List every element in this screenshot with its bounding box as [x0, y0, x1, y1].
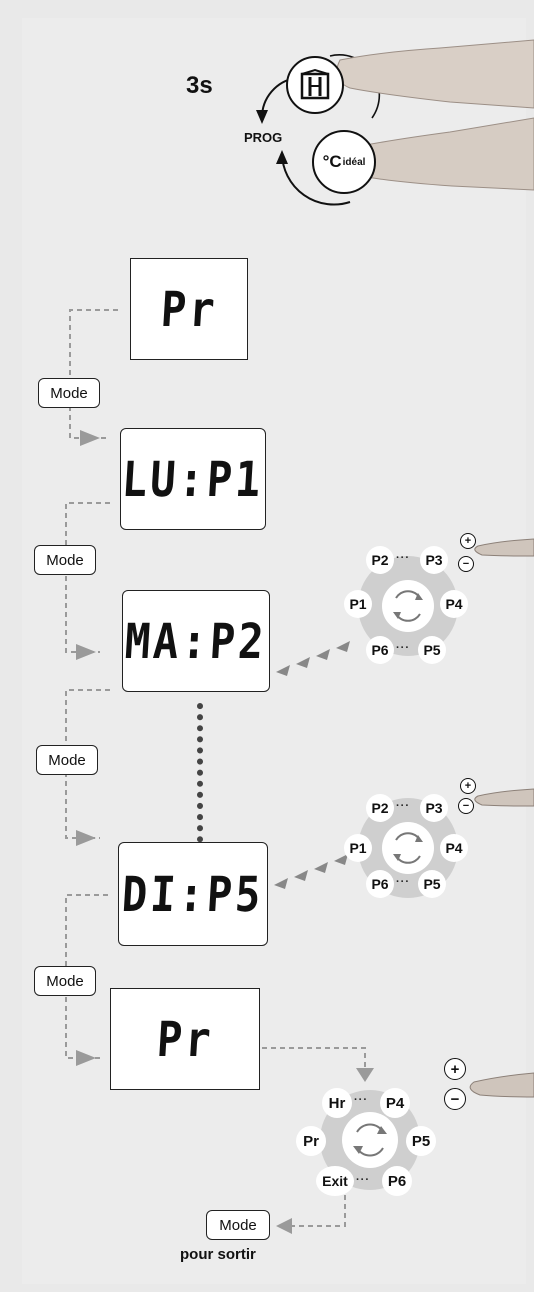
cycle3-label-hr: Hr: [322, 1088, 352, 1118]
display-ma-p2: MA:P2: [122, 590, 270, 692]
cycle3-label-p6: P6: [382, 1166, 412, 1196]
mode-button-1[interactable]: Mode: [38, 378, 100, 408]
cycle2-label-p1: P1: [344, 834, 372, 862]
display-pr-top: Pr: [130, 258, 248, 360]
prog-label: PROG: [244, 130, 283, 145]
cycle-arrows-icon: [393, 832, 423, 864]
cycle1-label-p5: P5: [418, 636, 446, 664]
plus-button-2[interactable]: +: [460, 778, 476, 794]
cycle1-label-p3: P3: [420, 546, 448, 574]
cycle1-label-p2: P2: [366, 546, 394, 574]
shutter-icon: [300, 68, 330, 100]
cycle2-label-p5: P5: [418, 870, 446, 898]
cycle2-label-p6: P6: [366, 870, 394, 898]
program-cycle-3: Hr P4 P5 P6 Exit Pr ··· ···: [296, 1082, 444, 1210]
display-di-p5: DI:P5: [118, 842, 268, 946]
cycle1-label-p1: P1: [344, 590, 372, 618]
cycle2-label-p2: P2: [366, 794, 394, 822]
display-pr-bottom: Pr: [110, 988, 260, 1090]
cycle1-label-p6: P6: [366, 636, 394, 664]
cycle2-label-p3: P3: [420, 794, 448, 822]
duration-label: 3s: [186, 72, 213, 99]
shutter-button[interactable]: [286, 56, 344, 114]
mode-exit-button[interactable]: Mode: [206, 1210, 270, 1240]
plus-button-3[interactable]: +: [444, 1058, 466, 1080]
minus-button-1[interactable]: −: [458, 556, 474, 572]
ideal-temp-button[interactable]: °C idéal: [312, 130, 376, 194]
display-lu-p1: LU:P1: [120, 428, 266, 530]
cycle-arrows-icon: [353, 1123, 387, 1157]
celsius-icon: °C: [322, 152, 342, 171]
program-cycle-2: P2 P3 P4 P5 P6 P1 ··· ···: [342, 782, 474, 914]
ideal-label: idéal: [342, 156, 366, 168]
cycle1-label-p4: P4: [440, 590, 468, 618]
exit-caption: pour sortir: [180, 1246, 256, 1263]
cycle-arrows-icon: [393, 590, 423, 622]
mode-button-3[interactable]: Mode: [36, 745, 98, 775]
mode-button-2[interactable]: Mode: [34, 545, 96, 575]
cycle2-label-p4: P4: [440, 834, 468, 862]
minus-button-2[interactable]: −: [458, 798, 474, 814]
cycle3-label-pr: Pr: [296, 1126, 326, 1156]
mode-button-4[interactable]: Mode: [34, 966, 96, 996]
cycle3-label-p4: P4: [380, 1088, 410, 1118]
minus-button-3[interactable]: −: [444, 1088, 466, 1110]
program-cycle-1: P2 P3 P4 P5 P6 P1 ··· ···: [342, 540, 474, 672]
cycle3-label-exit: Exit: [316, 1166, 354, 1196]
cycle3-label-p5: P5: [406, 1126, 436, 1156]
plus-button-1[interactable]: +: [460, 533, 476, 549]
